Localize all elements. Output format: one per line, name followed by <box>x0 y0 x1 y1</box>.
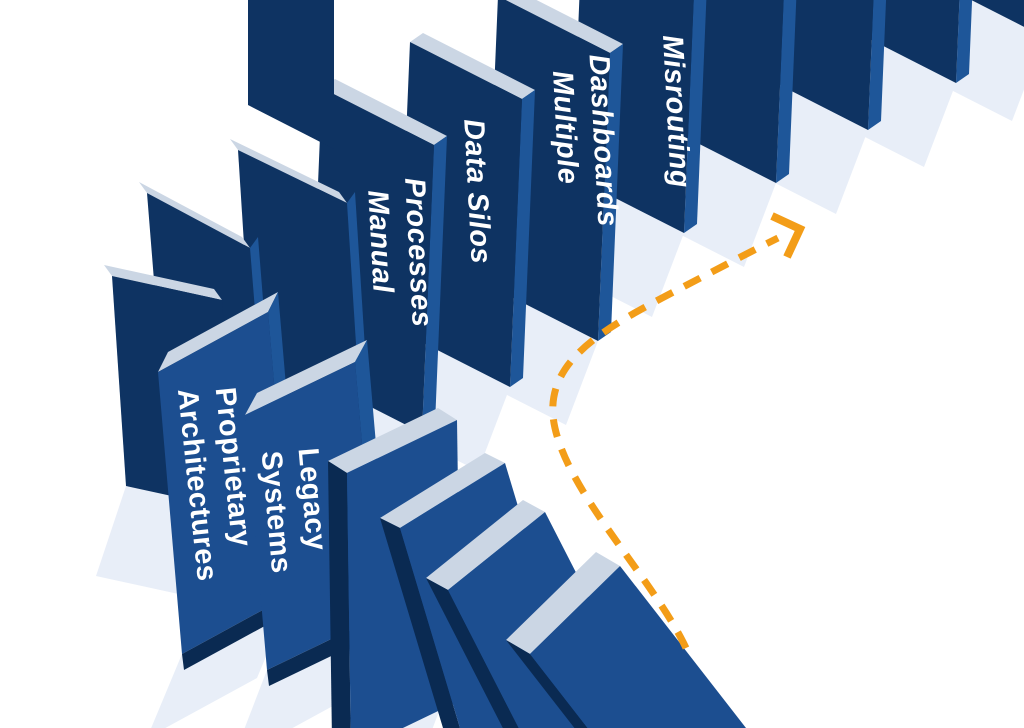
domino-side-face <box>684 0 707 233</box>
domino-top-face <box>328 408 457 473</box>
domino-front-face <box>530 566 746 728</box>
domino-label-line1: Multiple <box>546 70 584 185</box>
domino-top-face <box>245 340 367 415</box>
domino-side-face <box>506 640 588 728</box>
domino-label-line2: Processes <box>398 177 438 328</box>
falling-domino-4 <box>506 552 746 728</box>
domino-top-face <box>505 0 623 53</box>
domino-top-face <box>410 33 535 99</box>
domino-side-face <box>426 578 519 728</box>
domino-side-face <box>776 0 797 183</box>
domino-side-face <box>510 90 535 387</box>
curved-arrow <box>549 212 806 650</box>
domino-top-face <box>506 552 620 654</box>
domino-top-face <box>322 79 447 145</box>
domino-side-face <box>868 0 887 130</box>
domino-side-face <box>380 518 460 728</box>
domino-top-face <box>139 182 250 248</box>
domino-back-far <box>248 0 334 149</box>
domino-top-face <box>426 500 545 590</box>
domino-top-face <box>380 453 505 528</box>
domino-label: Data Silos <box>457 118 497 265</box>
domino-side-face <box>422 136 447 433</box>
domino-side-face <box>956 0 973 83</box>
domino-side-face <box>598 44 623 341</box>
domino-side-face <box>328 461 351 728</box>
domino-back-face <box>248 0 334 149</box>
arrow-dashed-curve <box>549 234 780 650</box>
domino-label-line1: Manual <box>361 189 398 294</box>
domino-blank-4 <box>971 0 1024 27</box>
arrow-head-icon <box>770 212 806 259</box>
domino-top-face <box>230 139 347 203</box>
domino-front-face <box>971 0 1024 27</box>
domino-top-face <box>104 265 222 300</box>
domino-top-face <box>158 292 278 372</box>
